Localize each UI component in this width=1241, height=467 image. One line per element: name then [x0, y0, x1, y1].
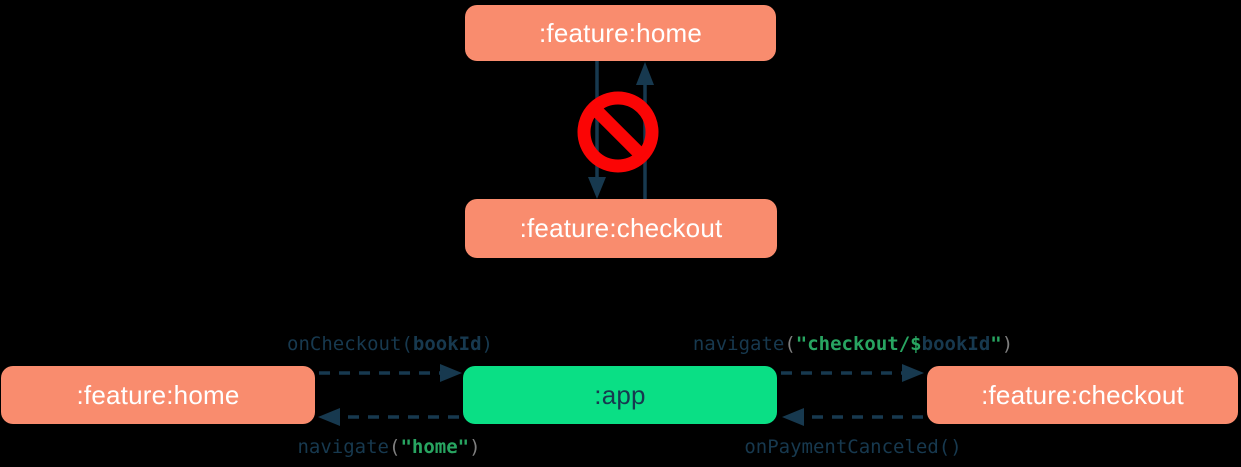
node-feature-checkout: :feature:checkout	[927, 366, 1238, 424]
code-token: navigate	[297, 436, 389, 458]
node-label: :feature:home	[76, 379, 240, 410]
node-label: :feature:checkout	[519, 213, 723, 243]
arrow-app-to-home	[318, 408, 459, 426]
code-token: (	[388, 436, 401, 458]
edge-label-onpaymentcanceled: onPaymentCanceled()	[633, 436, 1073, 458]
code-token: )	[469, 436, 481, 458]
code-token: bookId	[412, 333, 482, 355]
edge-label-navigate-checkout: navigate("checkout/$bookId")	[633, 333, 1073, 355]
node-label: :feature:home	[538, 17, 703, 48]
edge-label-oncheckout: onCheckout(bookId)	[170, 333, 610, 355]
node-feature-checkout-top: :feature:checkout	[465, 199, 777, 258]
code-token: onCheckout(	[287, 333, 413, 355]
arrow-checkout-to-app	[782, 408, 923, 426]
arrow-home-to-checkout	[588, 61, 606, 199]
code-token: "	[990, 333, 1002, 355]
node-feature-home: :feature:home	[1, 366, 315, 424]
arrow-app-to-checkout	[781, 364, 924, 382]
node-app: :app	[463, 366, 777, 424]
arrow-checkout-to-home	[636, 62, 654, 199]
edge-label-navigate-home: navigate("home")	[169, 436, 609, 458]
code-token: (	[784, 333, 796, 355]
prohibition-icon	[577, 91, 659, 173]
node-label: :app	[594, 379, 646, 410]
arrow-home-to-app	[319, 364, 462, 382]
node-feature-home-top: :feature:home	[465, 5, 776, 61]
code-token: )	[481, 333, 493, 355]
code-token: )	[1001, 333, 1014, 355]
node-label: :feature:checkout	[981, 379, 1184, 410]
code-token: "checkout/$	[795, 333, 922, 355]
code-token: navigate	[692, 333, 785, 355]
code-token: onPaymentCanceled()	[744, 436, 962, 458]
code-token: "home"	[400, 436, 470, 458]
code-token: bookId	[921, 333, 991, 355]
